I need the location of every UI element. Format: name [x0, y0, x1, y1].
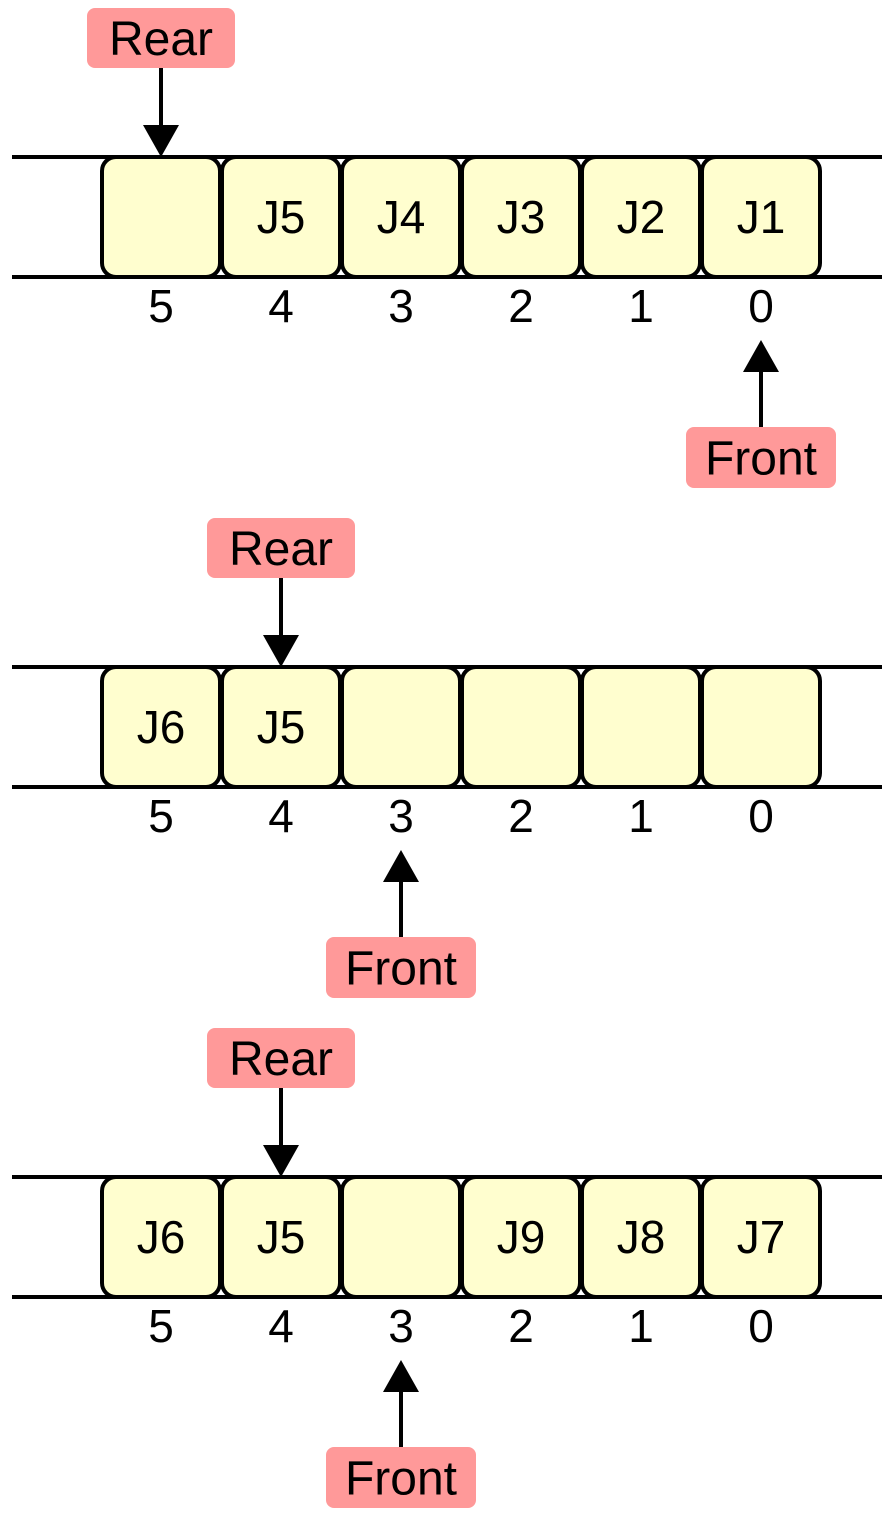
queue-cell-label: J6 [137, 1211, 186, 1263]
queue-cell: J2 [580, 155, 702, 279]
arrow-up-icon [383, 850, 419, 882]
queue-cell: J7 [700, 1175, 822, 1299]
queue-cell-label: J6 [137, 701, 186, 753]
front-label-box [326, 937, 476, 998]
queue-cell: J5 [220, 155, 342, 279]
rear-label: Rear [109, 13, 213, 66]
rear-pointer: Rear [87, 8, 235, 157]
queue-cell-box [700, 665, 822, 789]
queue-cell: J5 [220, 1175, 342, 1299]
queue-cell [580, 665, 702, 789]
rear-label-box [87, 8, 235, 68]
slot-index-label: 1 [628, 790, 654, 842]
front-pointer: Front [326, 850, 476, 998]
slot-index-label: 4 [268, 1300, 294, 1352]
queue-cell: J9 [460, 1175, 582, 1299]
queue-cell: J6 [100, 665, 222, 789]
arrow-down-icon [263, 1145, 299, 1177]
front-label: Front [345, 1453, 457, 1506]
slot-index-label: 3 [388, 280, 414, 332]
queue-cell-label: J3 [497, 191, 546, 243]
slot-index-label: 1 [628, 1300, 654, 1352]
slot-index-label: 0 [748, 1300, 774, 1352]
arrow-up-icon [743, 340, 779, 372]
rear-label: Rear [229, 523, 333, 576]
queue-cell-box [100, 155, 222, 279]
queue-cell-box [700, 1175, 822, 1299]
queue-cell: J8 [580, 1175, 702, 1299]
queue-cell: J5 [220, 665, 342, 789]
rear-pointer: Rear [207, 518, 355, 667]
queue-cell-label: J7 [737, 1211, 786, 1263]
slot-index-label: 2 [508, 280, 534, 332]
queue-cell [340, 665, 462, 789]
queue-cell-label: J4 [377, 191, 426, 243]
front-label: Front [705, 433, 817, 486]
queue-cell-box [700, 155, 822, 279]
slot-index-label: 2 [508, 790, 534, 842]
slot-index-label: 5 [148, 280, 174, 332]
front-pointer: Front [326, 1360, 476, 1508]
arrow-down-icon [263, 635, 299, 667]
arrow-down-icon [143, 125, 179, 157]
arrow-up-icon [383, 1360, 419, 1392]
queue-cell-box [580, 665, 702, 789]
rear-label-box [207, 1028, 355, 1088]
queue-cell-box [340, 665, 462, 789]
queue-cell-box [460, 665, 582, 789]
queue-cell: J6 [100, 1175, 222, 1299]
rear-label: Rear [229, 1033, 333, 1086]
slot-index-label: 0 [748, 280, 774, 332]
front-label: Front [345, 943, 457, 996]
rear-pointer: Rear [207, 1028, 355, 1177]
front-pointer: Front [686, 340, 836, 488]
front-label-box [686, 427, 836, 488]
slot-index-label: 5 [148, 1300, 174, 1352]
queue-cell-label: J1 [737, 191, 786, 243]
queue-cell [340, 1175, 462, 1299]
queue-cell-label: J9 [497, 1211, 546, 1263]
queue-cell [100, 155, 222, 279]
rear-label-box [207, 518, 355, 578]
slot-index-label: 4 [268, 790, 294, 842]
slot-index-label: 0 [748, 790, 774, 842]
queue-cell [700, 665, 822, 789]
queue-cell-label: J5 [257, 191, 306, 243]
queue-cell-label: J5 [257, 1211, 306, 1263]
queue-cell [460, 665, 582, 789]
queue-cell-label: J5 [257, 701, 306, 753]
slot-index-label: 1 [628, 280, 654, 332]
slot-index-label: 3 [388, 1300, 414, 1352]
queue-cell-label: J2 [617, 191, 666, 243]
queue-cell-box [340, 1175, 462, 1299]
slot-index-label: 4 [268, 280, 294, 332]
queue-cell: J1 [700, 155, 822, 279]
slot-index-label: 5 [148, 790, 174, 842]
slot-index-label: 3 [388, 790, 414, 842]
slot-index-label: 2 [508, 1300, 534, 1352]
front-label-box [326, 1447, 476, 1508]
queue-cell-label: J8 [617, 1211, 666, 1263]
queue-cell: J4 [340, 155, 462, 279]
queue-cell: J3 [460, 155, 582, 279]
